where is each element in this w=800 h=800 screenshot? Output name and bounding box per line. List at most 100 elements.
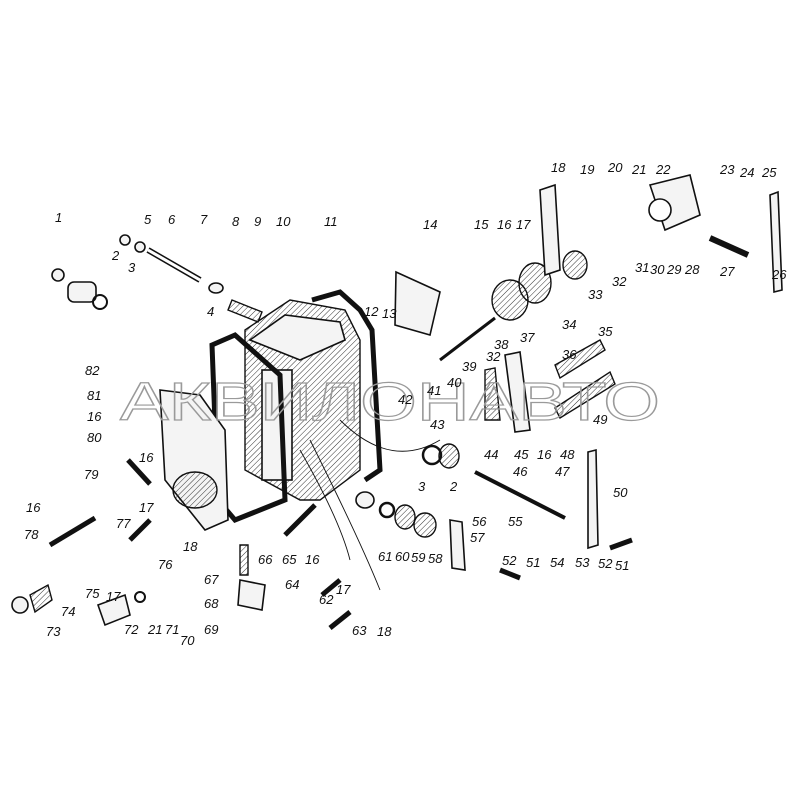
part-label: 8 (232, 214, 240, 229)
part-label: 17 (139, 500, 154, 515)
part-label: 72 (124, 622, 139, 637)
part-label: 56 (472, 514, 487, 529)
part-label: 43 (430, 417, 445, 432)
part-label: 39 (462, 359, 476, 374)
part-label: 13 (382, 306, 397, 321)
part-label: 29 (666, 262, 681, 277)
part-label: 16 (305, 552, 320, 567)
part-label: 4 (207, 304, 214, 319)
part-label: 73 (46, 624, 61, 639)
part-label: 47 (555, 464, 570, 479)
part-label: 79 (84, 467, 98, 482)
part-label: 77 (116, 516, 131, 531)
part-label: 54 (550, 555, 564, 570)
part-label: 2 (111, 248, 120, 263)
part-label: 46 (513, 464, 528, 479)
part-label: 1 (55, 210, 62, 225)
part-label: 57 (470, 530, 485, 545)
part-label: 27 (719, 264, 735, 279)
part-label: 9 (254, 214, 261, 229)
part-label: 18 (183, 539, 198, 554)
part-label: 3 (418, 479, 426, 494)
part-label: 23 (719, 162, 735, 177)
part-label: 16 (139, 450, 154, 465)
part-label: 16 (87, 409, 102, 424)
part-label: 40 (447, 375, 462, 390)
part-label: 2 (449, 479, 458, 494)
part-label: 34 (562, 317, 576, 332)
part-label: 24 (739, 165, 754, 180)
part-label: 51 (526, 555, 540, 570)
part-label: 45 (514, 447, 529, 462)
part-label: 21 (147, 622, 162, 637)
part-label: 49 (593, 412, 607, 427)
part-label: 51 (615, 558, 629, 573)
part-label: 22 (655, 162, 671, 177)
part-label: 41 (427, 383, 441, 398)
part-label: 12 (364, 304, 379, 319)
part-label: 19 (580, 162, 594, 177)
part-label: 17 (516, 217, 531, 232)
part-label: 65 (282, 552, 297, 567)
part-label: 6 (168, 212, 176, 227)
part-label: 58 (428, 551, 443, 566)
pump-housing (244, 299, 361, 501)
part-label: 21 (631, 162, 646, 177)
part-label: 7 (200, 212, 208, 227)
part-label: 59 (411, 550, 425, 565)
part-label: 20 (607, 160, 623, 175)
part-label: 75 (85, 586, 100, 601)
part-label: 17 (336, 582, 351, 597)
part-label: 50 (613, 485, 628, 500)
part-label: 5 (144, 212, 152, 227)
part-label: 66 (258, 552, 273, 567)
part-label: 62 (319, 592, 334, 607)
part-label: 67 (204, 572, 219, 587)
part-label: 11 (324, 214, 338, 229)
cover-plate (159, 389, 229, 531)
part-label: 63 (352, 623, 367, 638)
part-label: 30 (650, 262, 665, 277)
watermark: АКВИЛОНАВТО (120, 372, 660, 432)
part-label: 18 (377, 624, 392, 639)
part-label: 3 (128, 260, 136, 275)
part-label: 74 (61, 604, 75, 619)
part-label: 42 (398, 392, 413, 407)
part-label: 32 (612, 274, 627, 289)
part-label: 32 (486, 349, 501, 364)
part-label: 31 (635, 260, 649, 275)
part-label: 26 (771, 267, 787, 282)
part-label: 52 (598, 556, 613, 571)
part-label: 55 (508, 514, 523, 529)
part-label: 35 (598, 324, 613, 339)
part-label: 82 (85, 363, 100, 378)
part-label: 53 (575, 555, 590, 570)
part-label: 18 (551, 160, 566, 175)
part-label: 70 (180, 633, 195, 648)
part-label: 33 (588, 287, 603, 302)
part-label: 81 (87, 388, 101, 403)
part-label: 52 (502, 553, 517, 568)
part-label: 61 (378, 549, 392, 564)
part-label: 16 (537, 447, 552, 462)
part-label: 36 (562, 347, 577, 362)
part-label: 68 (204, 596, 219, 611)
part-label: 80 (87, 430, 102, 445)
part-label: 38 (494, 337, 509, 352)
part-label: 16 (497, 217, 512, 232)
gasket-11 (311, 289, 383, 483)
part-label: 28 (684, 262, 700, 277)
part-label: 64 (285, 577, 299, 592)
part-label: 78 (24, 527, 39, 542)
part-label: 60 (395, 549, 410, 564)
part-label: 15 (474, 217, 489, 232)
part-label: 25 (761, 165, 777, 180)
part-label: 16 (26, 500, 41, 515)
part-label: 69 (204, 622, 218, 637)
part-label: 14 (423, 217, 437, 232)
part-label: 10 (276, 214, 291, 229)
small-parts (11, 174, 783, 630)
